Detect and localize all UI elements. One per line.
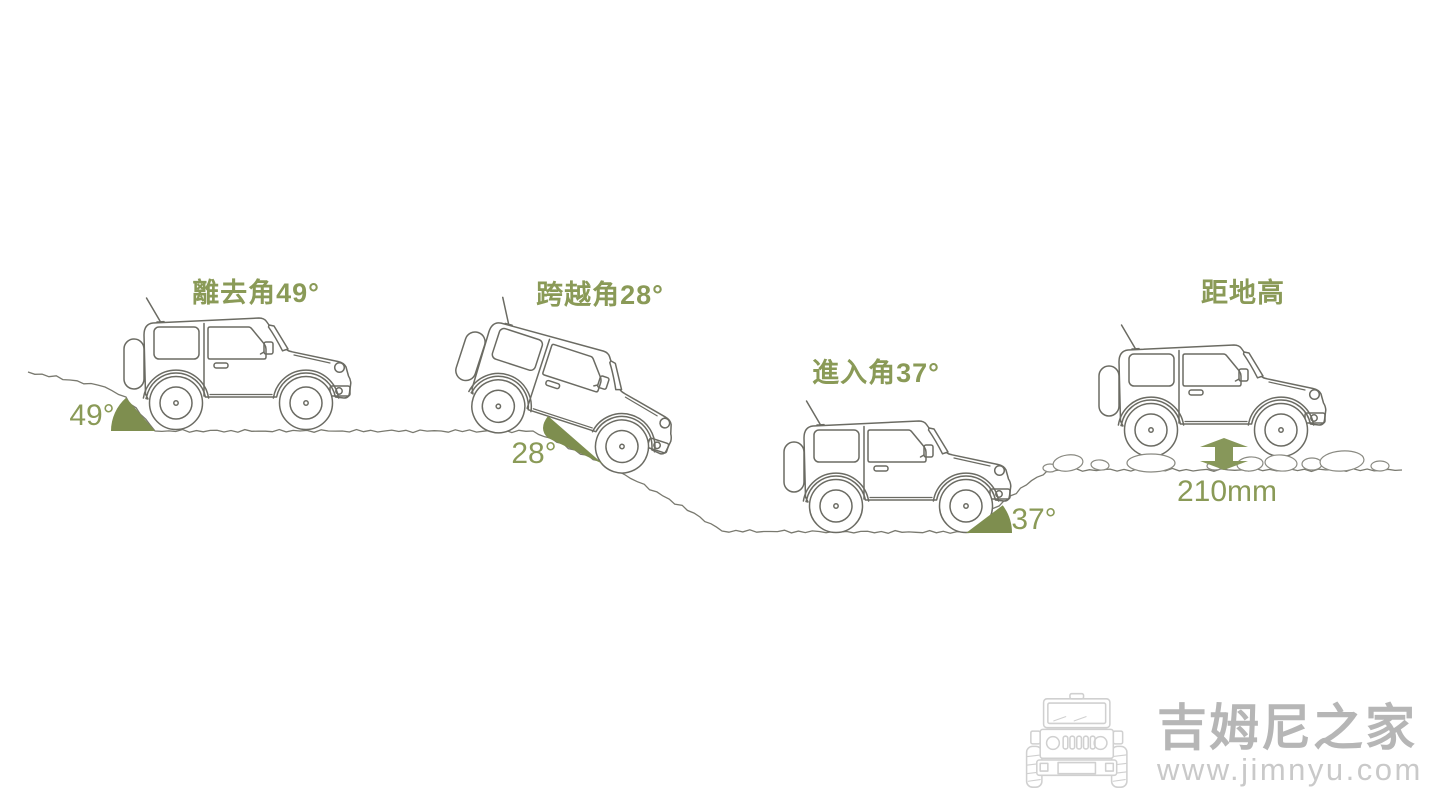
watermark-jimny-front-icon [1025,692,1128,788]
departure-angle-wedge [110,397,155,431]
clearance-arrow-icon [1200,438,1248,470]
breakover-angle-value: 28° [511,437,557,470]
approach-angle-wedge [966,505,1012,533]
departure-angle-heading: 離去角49° [192,278,320,308]
jimny-side-breakover [439,289,698,487]
ground-clearance-value: 210mm [1176,475,1278,508]
watermark-brand: 吉姆尼之家 [1157,700,1417,756]
jimny-side-approach [783,400,1012,534]
approach-angle-value: 37° [1011,503,1057,536]
ground-clearance-heading: 距地高 [1201,278,1285,308]
breakover-angle-wedge [543,416,603,464]
jimny-side-clearance [1098,324,1327,458]
departure-angle-value: 49° [69,399,115,432]
jimny-side-departure [123,297,352,431]
watermark-url: www.jimnyu.com [1157,752,1423,787]
approach-angle-heading: 進入角37° [812,358,940,388]
breakover-angle-heading: 跨越角28° [536,280,664,310]
